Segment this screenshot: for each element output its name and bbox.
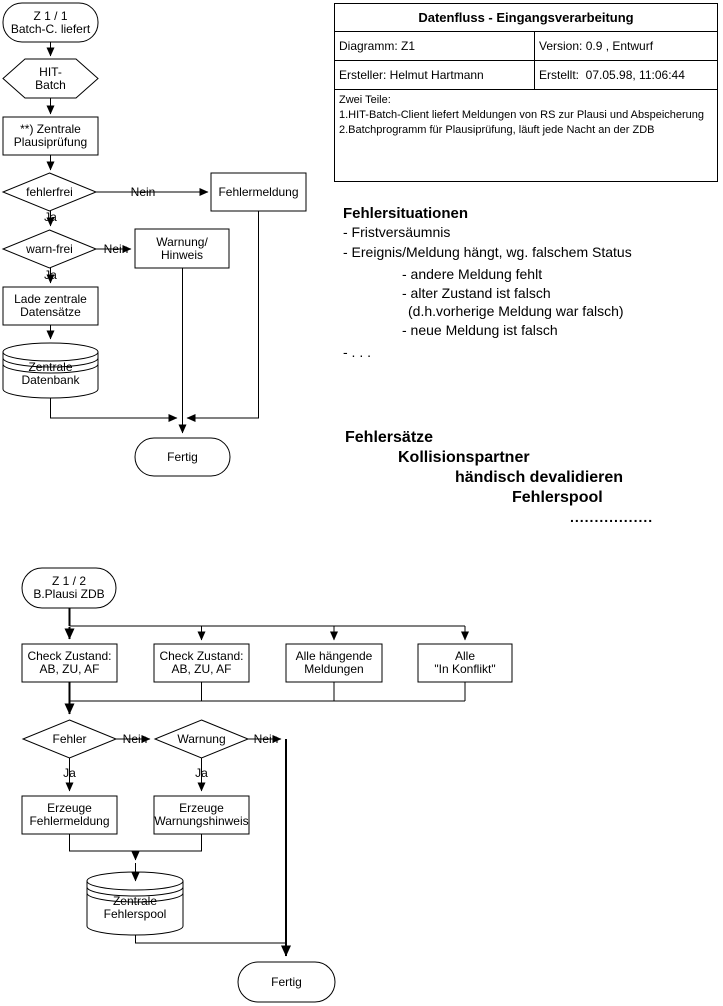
note-line: - Ereignis/Meldung hängt, wg. falschem S… xyxy=(343,244,632,260)
label-fehlerfrei: fehlerfrei xyxy=(26,184,73,199)
label-erzeuge-warnungshinweis: Erzeuge Warnungshinweis xyxy=(154,801,249,828)
flow1-connectors xyxy=(46,42,259,434)
process-lade-datensaetze xyxy=(2,286,99,326)
edge-label-nein-1: Nein xyxy=(130,185,156,199)
label-lade-datensaetze: Lade zentrale Datensätze xyxy=(14,292,87,319)
table-cell-ersteller: Ersteller: Helmut Hartmann xyxy=(335,61,535,89)
table-title: Datenfluss - Eingangsverarbeitung xyxy=(335,4,717,32)
label-alle-in-konflikt: Alle "In Konflikt" xyxy=(434,649,496,676)
label-fertig-1: Fertig xyxy=(167,449,198,464)
decision-warnung xyxy=(153,719,250,759)
fehlersaetze-dots: ................. xyxy=(570,509,654,525)
fehlersaetze-line: händisch devalidieren xyxy=(455,469,624,486)
datastore-zentrale-datenbank-body xyxy=(2,351,99,399)
decision-fehlerfrei xyxy=(1,172,98,212)
edge-label-nein-4: Nein xyxy=(253,732,279,746)
table-row-1: Diagramm: Z1 Version: 0.9 , Entwurf xyxy=(335,32,717,61)
datastore-rim xyxy=(2,363,99,374)
terminator-z12 xyxy=(21,567,117,609)
process-fehlermeldung xyxy=(210,172,307,212)
edge-label-ja-4: Ja xyxy=(195,766,208,780)
note-line: - alter Zustand ist falsch xyxy=(402,285,551,301)
note-line: - neue Meldung ist falsch xyxy=(402,322,558,338)
process-alle-in-konflikt xyxy=(417,643,513,683)
label-zentrale-datenbank: Zentrale Datenbank xyxy=(21,360,80,387)
note-line: - . . . xyxy=(343,344,371,360)
process-zentrale-plausipruefung xyxy=(2,116,99,156)
fehlersaetze-line: Fehlerspool xyxy=(512,489,603,506)
terminator-fertig-1 xyxy=(134,437,231,477)
label-fehlermeldung: Fehlermeldung xyxy=(218,184,299,199)
edge-spool-to-fertig xyxy=(135,935,286,944)
label-warnung: Warnung xyxy=(177,731,226,746)
process-warnung-hinweis xyxy=(134,228,230,269)
label-haengende-meldungen: Alle hängende Meldungen xyxy=(295,649,373,676)
table-cell-erstellt: Erstellt: 07.05.98, 11:06:44 xyxy=(539,68,685,82)
edge-label-ja-3: Ja xyxy=(63,766,76,780)
datastore-rim xyxy=(2,357,99,368)
edge-merge-bar xyxy=(69,834,202,852)
edge-fehlermeldung-to-junction xyxy=(186,211,259,422)
label-warnung-hinweis: Warnung/ Hinweis xyxy=(156,234,208,262)
fehlersituationen-heading: Fehlersituationen xyxy=(343,205,469,222)
table-cell-version: Version: 0.9 , Entwurf xyxy=(539,39,654,53)
info-table: Datenfluss - Eingangsverarbeitung Diagra… xyxy=(334,3,718,182)
edge-label-ja-2: Ja xyxy=(44,268,57,282)
label-terminator-z12: Z 1 / 2 B.Plausi ZDB xyxy=(33,574,105,601)
label-terminator-z11: Z 1 / 1 Batch-C. liefert xyxy=(10,8,91,36)
label-check2: Check Zustand: AB, ZU, AF xyxy=(159,649,244,676)
process-check2 xyxy=(153,643,250,683)
label-check1: Check Zustand: AB, ZU, AF xyxy=(27,649,112,676)
edge-label-nein-2: Nein xyxy=(103,242,129,256)
note-line: - andere Meldung fehlt xyxy=(402,266,543,282)
decision-warnfrei xyxy=(1,229,98,269)
datastore-rim xyxy=(86,892,184,903)
table-row-2: Ersteller: Helmut Hartmann Erstellt: 07.… xyxy=(335,61,717,90)
flow2-shapes xyxy=(21,567,513,1003)
fehlersaetze-line: Kollisionspartner xyxy=(398,449,530,466)
table-cell-diagramm: Diagramm: Z1 xyxy=(335,32,535,60)
process-erzeuge-warnungshinweis xyxy=(153,795,250,835)
note-line: (d.h.vorherige Meldung war falsch) xyxy=(408,303,624,319)
datastore-rim xyxy=(86,886,184,897)
label-fehler: Fehler xyxy=(52,731,87,746)
note-line: - Fristversäumnis xyxy=(343,224,451,240)
hexagon-hit-batch xyxy=(2,58,99,99)
fehlersaetze-heading: Fehlersätze xyxy=(345,429,434,446)
edge-datenbank-to-junction xyxy=(50,398,178,422)
process-erzeuge-fehlermeldung xyxy=(21,795,118,835)
process-haengende-meldungen xyxy=(285,643,383,683)
flow2-connectors xyxy=(64,608,469,957)
process-check1 xyxy=(21,643,118,683)
label-fertig-2: Fertig xyxy=(271,974,302,989)
label-hit-batch: HIT- Batch xyxy=(35,64,66,92)
label-zentrale-fehlerspool: Zentrale Fehlerspool xyxy=(103,894,167,921)
edge-label-nein-3: Nein xyxy=(122,732,148,746)
label-warnfrei: warn-frei xyxy=(26,241,73,256)
edge-label-ja-1: Ja xyxy=(44,210,57,224)
terminator-z11 xyxy=(2,2,99,43)
table-description: Zwei Teile: 1.HIT-Batch-Client liefert M… xyxy=(339,94,705,136)
datastore-zentrale-datenbank-top xyxy=(2,342,99,362)
label-zentrale-plausipruefung: **) Zentrale Plausiprüfung xyxy=(13,122,88,149)
label-erzeuge-fehlermeldung: Erzeuge Fehlermeldung xyxy=(29,801,110,828)
terminator-fertig-2 xyxy=(237,961,336,1003)
flow1-shapes xyxy=(1,2,307,477)
decision-fehler xyxy=(21,719,118,759)
